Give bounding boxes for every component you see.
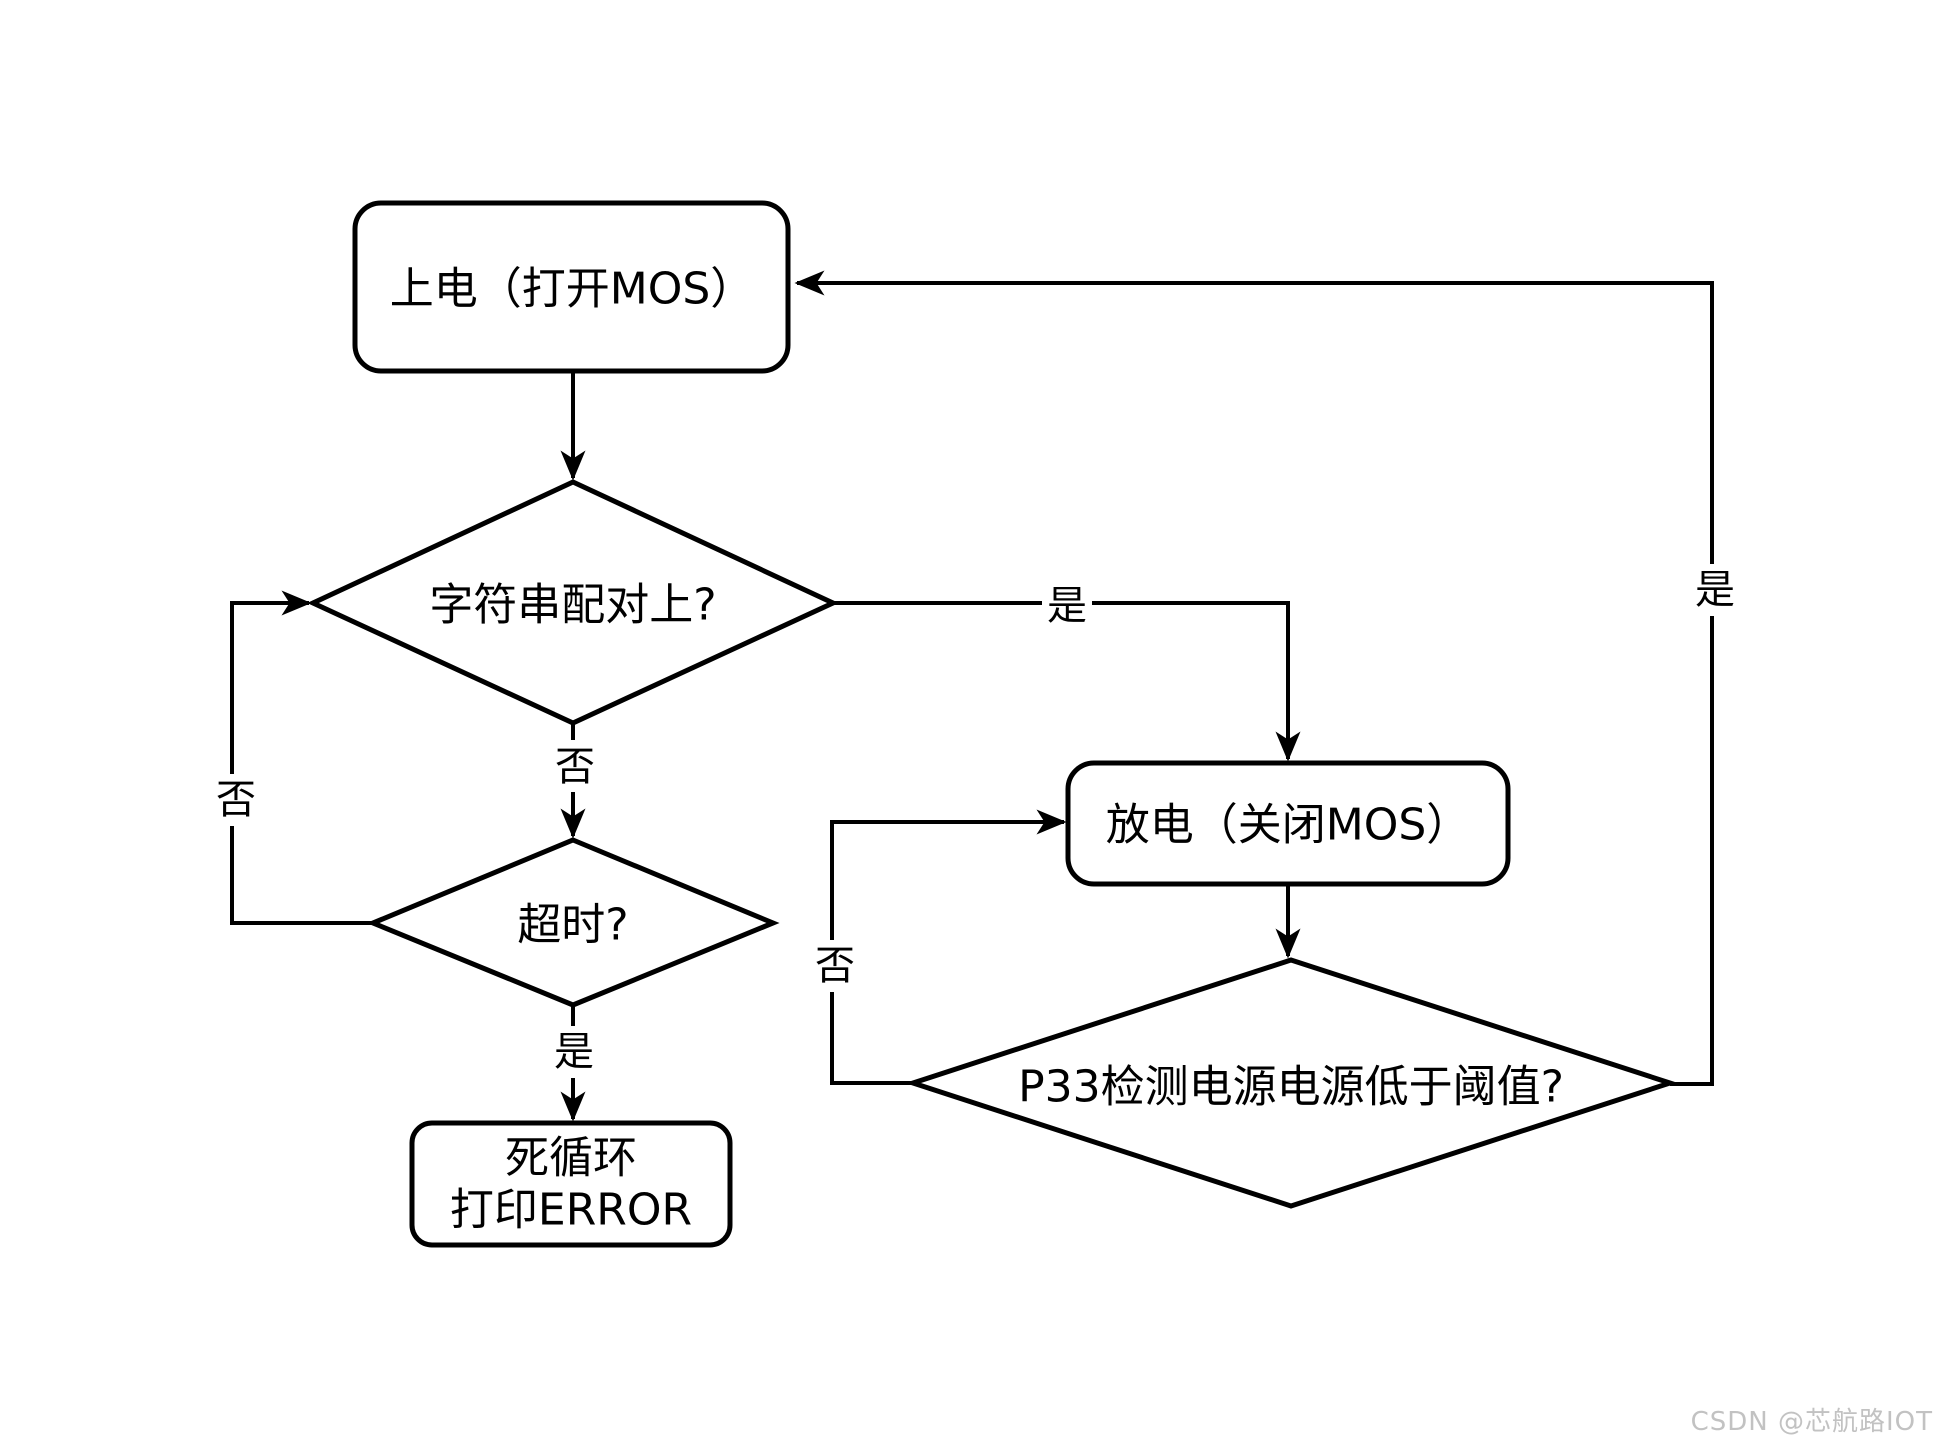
edge-label-text: 否 bbox=[815, 943, 855, 989]
edge-label-text: 否 bbox=[555, 744, 595, 790]
node-dead-loop: 死循环 打印ERROR bbox=[409, 1120, 733, 1248]
decision-diamond bbox=[904, 957, 1679, 1209]
csdn-watermark: CSDN @芯航路IOT bbox=[1690, 1407, 1933, 1437]
node-label: 上电（打开MOS） bbox=[390, 264, 755, 315]
process-box bbox=[409, 1120, 733, 1248]
process-box bbox=[1065, 760, 1511, 887]
edge-label-text: 是 bbox=[1695, 567, 1735, 613]
edge-label-string-match-yes: 是 bbox=[1042, 581, 1092, 631]
decision-diamond bbox=[366, 837, 780, 1008]
node-label: 放电（关闭MOS） bbox=[1106, 800, 1471, 851]
process-box bbox=[352, 200, 791, 374]
node-timeout-decision: 超时? bbox=[366, 837, 780, 1008]
arrow-loop-left-icon bbox=[794, 270, 1714, 1086]
node-p33-check-decision: P33检测电源电源低于阈值? bbox=[904, 957, 1679, 1209]
edge-label-text: 是 bbox=[1047, 583, 1087, 629]
label-background bbox=[549, 1026, 599, 1078]
label-background bbox=[550, 740, 600, 792]
edge-label-p33-no: 否 bbox=[810, 940, 860, 992]
arrow-loop-up-icon bbox=[230, 590, 373, 925]
label-background bbox=[810, 940, 860, 992]
node-discharge: 放电（关闭MOS） bbox=[1065, 760, 1511, 887]
node-label: 超时? bbox=[517, 900, 628, 951]
edge-label-p33-yes: 是 bbox=[1690, 564, 1742, 616]
edge-label-string-match-no: 否 bbox=[550, 740, 600, 792]
label-background bbox=[1042, 581, 1092, 631]
label-background bbox=[1690, 564, 1742, 616]
edge-p33check-yes-loop-to-power bbox=[794, 270, 1714, 1086]
edge-stringmatch-to-discharge bbox=[833, 601, 1301, 762]
node-label-line2: 打印ERROR bbox=[450, 1185, 692, 1236]
edge-timeout-no-loop-to-stringmatch bbox=[230, 590, 373, 925]
edge-label-timeout-yes: 是 bbox=[549, 1026, 599, 1078]
edge-label-text: 否 bbox=[216, 777, 256, 823]
label-background bbox=[211, 774, 261, 826]
node-string-match-decision: 字符串配对上? bbox=[307, 479, 839, 726]
node-label: P33检测电源电源低于阈值? bbox=[1018, 1062, 1564, 1113]
arrow-corner-down-icon bbox=[833, 601, 1301, 762]
node-power-on: 上电（打开MOS） bbox=[352, 200, 791, 374]
decision-diamond bbox=[307, 479, 839, 726]
edge-label-text: 是 bbox=[554, 1029, 594, 1075]
node-label: 字符串配对上? bbox=[429, 580, 716, 631]
edge-label-timeout-no: 否 bbox=[211, 774, 261, 826]
node-label-line1: 死循环 bbox=[505, 1133, 637, 1184]
